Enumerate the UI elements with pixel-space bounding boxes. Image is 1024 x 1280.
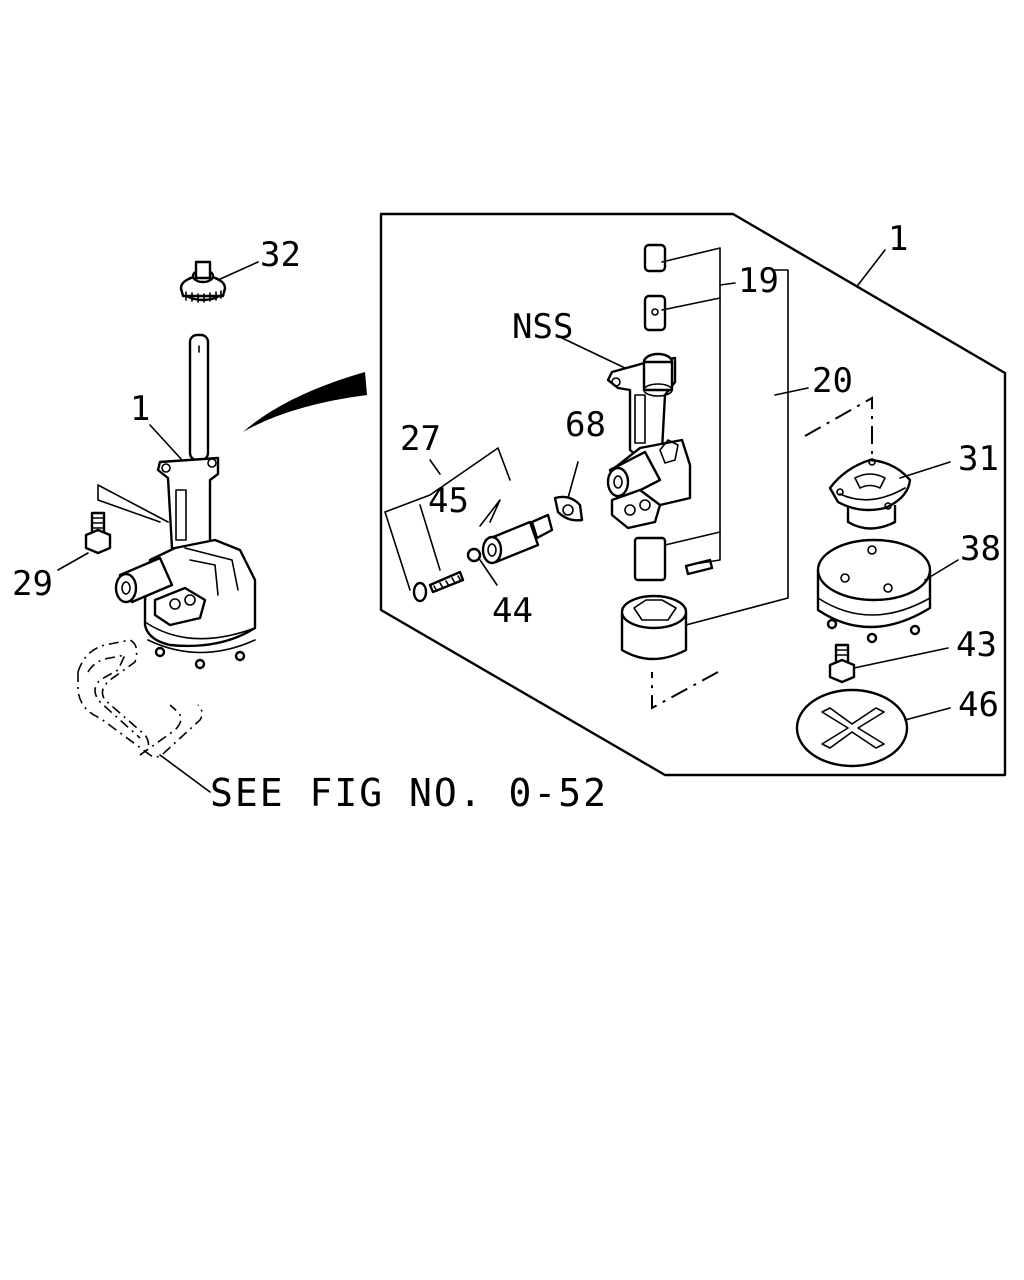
- pump-shaft: [188, 333, 210, 462]
- callout-68: 68: [565, 405, 606, 445]
- callout-44: 44: [492, 591, 533, 631]
- assembled-pump: [97, 333, 257, 670]
- pump-bracket: [156, 456, 220, 557]
- relief-valve-group: [384, 447, 584, 603]
- callout-38: 38: [960, 529, 1001, 569]
- pointer-swoosh: [243, 372, 367, 432]
- callout-27: 27: [400, 419, 441, 459]
- drive-gear-32: [179, 260, 259, 303]
- callout-32: 32: [260, 235, 301, 275]
- cover-31: [804, 396, 951, 530]
- bolt-43: [828, 643, 949, 684]
- strainer-38: [816, 538, 959, 644]
- callout-nss: NSS: [512, 307, 573, 347]
- callout-1-box: 1: [888, 219, 908, 259]
- gasket-46: [795, 688, 951, 768]
- pump-housing-exploded: [561, 337, 692, 530]
- callout-45: 45: [428, 481, 469, 521]
- callout-43: 43: [956, 625, 997, 665]
- phantom-strainer: [77, 639, 211, 793]
- callout-46: 46: [958, 685, 999, 725]
- rotor-20: [620, 269, 809, 710]
- callout-19: 19: [738, 261, 779, 301]
- bolt-29: [57, 511, 112, 571]
- reference-note: SEE FIG NO. 0-52: [210, 771, 608, 815]
- callout-20: 20: [812, 361, 853, 401]
- pins-19: [633, 243, 736, 582]
- callout-31: 31: [958, 439, 999, 479]
- callout-1-left: 1: [130, 389, 150, 429]
- callout-29: 29: [12, 564, 53, 604]
- exploded-view-frame: [379, 212, 1007, 777]
